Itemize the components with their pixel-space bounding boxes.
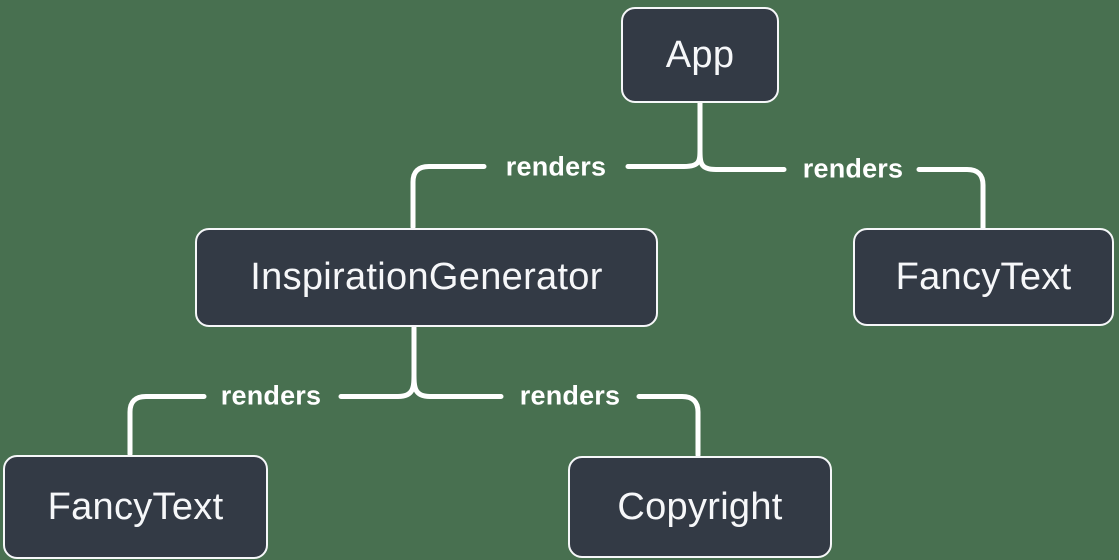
edge-inspirationgenerator-to-copyright-segment-1 xyxy=(411,325,504,399)
node-app: App xyxy=(621,7,779,103)
edge-app-to-fancytext-segment-1 xyxy=(697,99,787,172)
edge-app-to-inspirationgenerator-segment-2 xyxy=(410,164,487,230)
node-fancy-text-top-label: FancyText xyxy=(895,255,1072,298)
node-fancy-text-bottom-label: FancyText xyxy=(47,485,224,528)
edge-label-app-fancytext: renders xyxy=(802,153,904,184)
edge-inspirationgenerator-to-fancytext-segment-2 xyxy=(127,394,207,457)
node-copyright-label: Copyright xyxy=(617,485,783,528)
edge-label-inspirationgenerator-copyright: renders xyxy=(519,380,621,411)
node-fancy-text-bottom: FancyText xyxy=(3,455,268,559)
edge-app-to-fancytext-segment-2 xyxy=(916,167,986,231)
edge-inspirationgenerator-to-copyright-segment-2 xyxy=(636,394,701,458)
node-copyright: Copyright xyxy=(568,456,832,558)
edge-label-app-inspirationgenerator: renders xyxy=(505,151,607,182)
node-app-label: App xyxy=(665,33,735,76)
node-fancy-text-top: FancyText xyxy=(853,228,1114,326)
edge-label-inspirationgenerator-fancytext: renders xyxy=(220,380,322,411)
node-inspiration-generator-label: InspirationGenerator xyxy=(250,256,603,298)
edge-app-to-inspirationgenerator-segment-1 xyxy=(625,99,703,169)
node-inspiration-generator: InspirationGenerator xyxy=(195,228,658,327)
edge-inspirationgenerator-to-fancytext-segment-1 xyxy=(338,325,417,399)
